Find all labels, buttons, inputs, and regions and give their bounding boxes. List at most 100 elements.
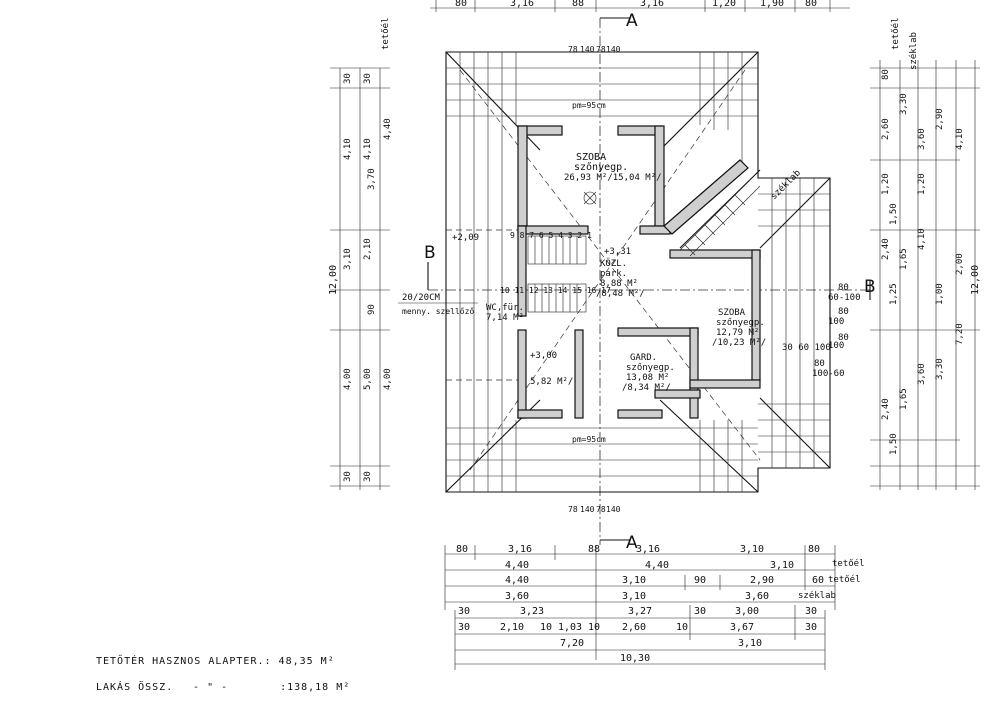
bottom-r8-0: 10,30 [620,653,650,664]
bottom-r3-label: tetőél [828,574,861,585]
svg-text:140: 140 [606,45,621,54]
room-wc-area: 7,14 M² [486,313,524,323]
right-col5-2: 7,20 [955,323,965,345]
chimney-label-2: menny. szellőző [402,307,474,316]
chimney-label: 20/20CM [402,293,441,303]
bottom-r1-2: 88 [588,544,600,555]
room-gard-name: GARD. [630,353,657,363]
right-col5-0: 4,10 [955,128,965,150]
room-szoba1-area: 26,93 M²/15,04 M²/ [564,173,662,183]
right-col3-2: 4,10 [917,228,927,250]
room-szoba2-name: SZOBA [718,308,746,318]
room-szoba2-area2: /10,23 M²/ [712,338,766,348]
bottom-r6-2: 10 [540,622,552,633]
bottom-r3-3: 2,90 [750,575,774,586]
right-col1-8: 2,40 [881,398,891,420]
left-col3-8: 4,00 [383,368,393,390]
room-szoba2-area: 12,79 M² [716,328,759,338]
svg-text:140: 140 [606,505,621,514]
bottom-r1-1: 3,16 [508,544,532,555]
bottom-r4-0: 3,60 [505,591,529,602]
right-col2-0: 3,30 [899,93,909,115]
right-side-label-4: 100-60 [812,369,845,379]
bottom-r5-4: 3,00 [735,606,759,617]
right-dimension-chains: 80 2,60 1,20 1,50 2,40 1,25 2,40 1,50 3,… [768,17,981,490]
bottom-r7-0: 7,20 [560,638,584,649]
room-szoba1-name: SZOBA [576,152,606,163]
section-mark-b-right: B [864,277,876,297]
right-col4-2: 1,00 [935,283,945,305]
bottom-dimension-chains: 80 3,16 88 3,16 3,10 80 tetőél 4,40 4,40… [444,544,865,670]
right-side-label-8: 80 [814,359,825,369]
room-wc-name: WC,für. [486,303,524,313]
right-col2-2: 1,65 [899,248,909,270]
stair-numbers-top: 9 8 7 6 5 4 3 2 1 [510,231,592,240]
svg-text:78: 78 [568,505,578,514]
top-dim-4: 1,20 [712,0,736,9]
right-side-label-6: 80 [838,307,849,317]
top-dim-6: 80 [805,0,817,9]
section-mark-b-left: B [424,243,436,263]
szeklab-right: széklab [908,32,919,70]
bottom-r4-label: széklab [798,590,836,601]
right-side-label-2: 100 [828,341,844,351]
top-dim-5: 1,90 [760,0,784,9]
bottom-r6-3: 1,03 [558,622,582,633]
left-col3-2: 3,70 [367,168,377,190]
room-kozl-type: park. [600,269,627,279]
svg-text:140: 140 [580,505,595,514]
left-col1-0: 4,10 [343,138,353,160]
bottom-r2-2: 3,10 [770,560,794,571]
bottom-r5-3: 30 [694,606,706,617]
bottom-r6-5: 2,60 [622,622,646,633]
room-wc-area2: 5,82 M²/ [530,377,573,387]
tetoel-right: tetőél [890,17,901,50]
left-small-0: 30 [343,73,353,84]
right-side-label-0: 60-100 [828,293,861,303]
room-szoba1-type: szőnyegp. [574,161,628,173]
left-col2-1: 2,10 [363,238,373,260]
top-dim-2: 88 [572,0,584,9]
stair-numbers-bottom: 10 11 12 13 14 15 16 17 [500,286,611,295]
room-kozl-area: 8,88 M² [600,279,638,289]
left-col1-2: 4,00 [343,368,353,390]
tetoel-left: tetőél [380,17,391,50]
level-left: +2,09 [452,233,479,243]
bottom-r6-0: 30 [458,622,470,633]
room-kozl-level: +3,31 [604,247,631,257]
left-col3-6: 90 [367,304,377,315]
right-col1-4: 2,40 [881,238,891,260]
left-dimension-chains: 12,00 4,10 3,10 4,00 4,10 2,10 5,00 4,40… [328,17,393,490]
bottom-r6-7: 3,67 [730,622,754,633]
floor-area-line: TETŐTÉR HASZNOS ALAPTER.: 48,35 M² [96,656,335,667]
room-gard-area2: /8,34 M²/ [622,383,671,393]
bottom-r7-1: 3,10 [738,638,762,649]
room-kozl-name: KÖZL. [600,258,627,269]
bottom-r1-0: 80 [456,544,468,555]
left-col2-3: 5,00 [363,368,373,390]
section-mark-a-bottom: A [626,533,638,553]
bottom-r5-2: 3,27 [628,606,652,617]
svg-text:78: 78 [568,45,578,54]
stairs: 9 8 7 6 5 4 3 2 1 10 11 12 13 14 15 16 1… [500,179,761,313]
total-area-label: LAKÁS ÖSSZ. [96,682,174,693]
room-gard-type: szőnyegp. [626,363,675,373]
bottom-r2-0: 4,40 [505,560,529,571]
left-total: 12,00 [328,265,339,295]
room-pm-bottom: pm=95cm [572,435,606,444]
left-small-1: 30 [363,73,373,84]
left-small-2: 30 [343,471,353,482]
total-area-ditto: - " - [193,682,229,693]
bottom-r3-0: 4,40 [505,575,529,586]
bottom-r6-1: 2,10 [500,622,524,633]
bottom-r3-1: 3,10 [622,575,646,586]
right-col3-0: 3,60 [917,128,927,150]
right-col1-3: 1,50 [889,203,899,225]
bottom-r3-2: 90 [694,575,706,586]
right-side-label-1: 100 [828,317,844,327]
bottom-r1-5: 80 [808,544,820,555]
room-szoba2-type: szőnyegp. [716,318,765,328]
bottom-r1-4: 3,10 [740,544,764,555]
bottom-r5-1: 3,23 [520,606,544,617]
